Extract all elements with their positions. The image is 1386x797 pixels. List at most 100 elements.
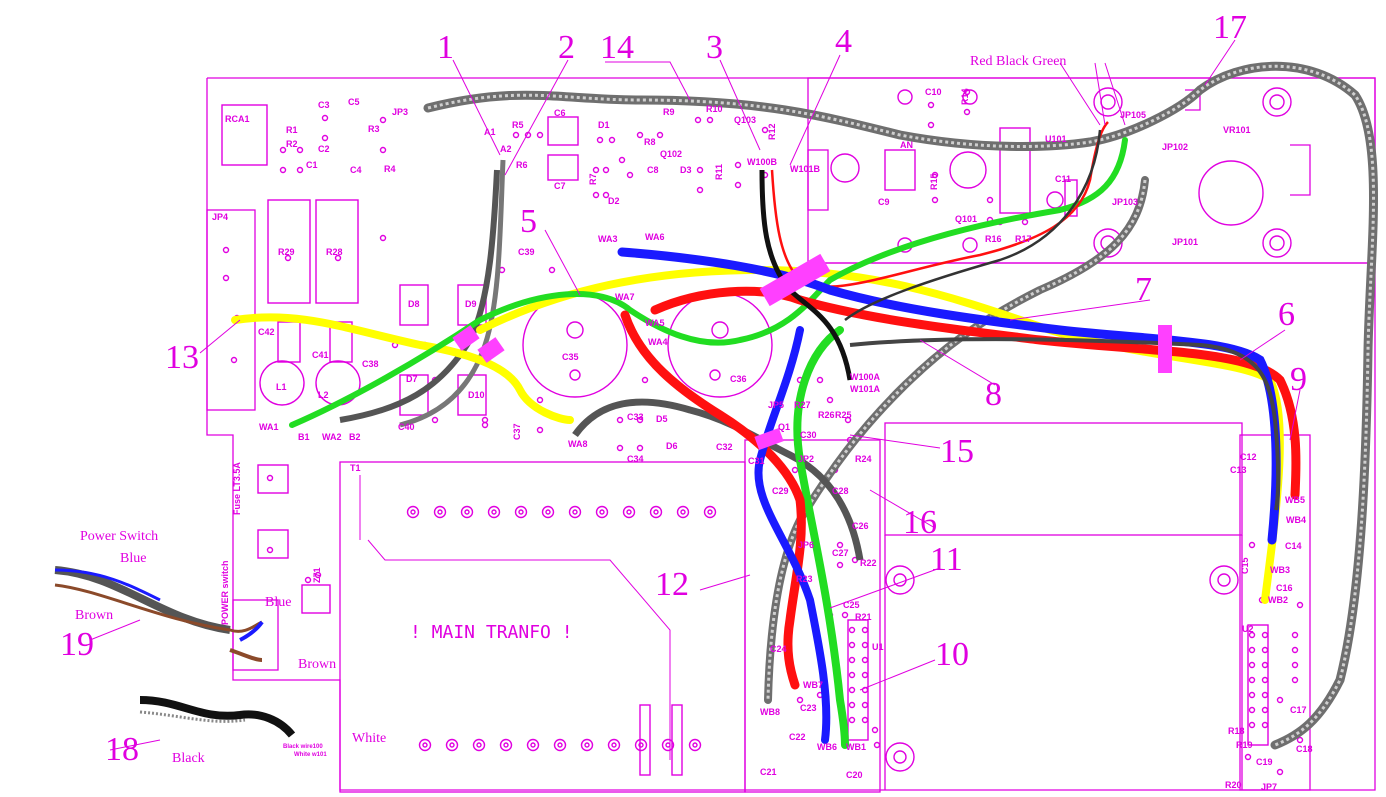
component-r28: R28 (326, 247, 343, 257)
component-r14: R14 (960, 88, 970, 105)
component-c34: C34 (627, 454, 644, 464)
pad (1261, 676, 1269, 684)
transformer-pin-hole (437, 509, 443, 515)
pad (1291, 646, 1299, 654)
pad (861, 701, 869, 709)
pad (734, 181, 742, 189)
pad (592, 166, 600, 174)
wires (54, 61, 1379, 750)
wire-label-black: Black (172, 751, 205, 766)
component-c39: C39 (518, 247, 535, 257)
component-c9: C9 (878, 197, 890, 207)
callout-9: 9 (1290, 361, 1307, 398)
component-c42: C42 (258, 327, 275, 337)
pad (1248, 676, 1256, 684)
wire-label-power-switch: Power Switch (80, 529, 158, 544)
pad (1261, 721, 1269, 729)
pad (848, 686, 856, 694)
pad (536, 426, 544, 434)
pad (536, 131, 544, 139)
transformer-pin (634, 738, 648, 752)
fuse-label: Fuse LT3.5A (232, 462, 242, 515)
pad (222, 246, 230, 254)
pad (314, 571, 322, 579)
pad (304, 576, 312, 584)
pad (266, 474, 274, 482)
wire-label-brown-board: Brown (298, 657, 336, 672)
callout-6: 6 (1278, 296, 1295, 333)
pad (706, 116, 714, 124)
pad (379, 234, 387, 242)
component-r5: R5 (512, 120, 524, 130)
callout-18: 18 (105, 731, 139, 768)
component-c11: C11 (1055, 174, 1071, 184)
component-c4: C4 (350, 165, 362, 175)
component-d8: D8 (408, 299, 420, 309)
pad (841, 611, 849, 619)
pad (1261, 661, 1269, 669)
transformer-pin-hole (707, 509, 713, 515)
component-c38: C38 (362, 359, 379, 369)
pad (548, 266, 556, 274)
transformer-pin-hole (545, 509, 551, 515)
pad (626, 171, 634, 179)
component-wa8: WA8 (568, 439, 588, 449)
component-jp7: JP7 (1261, 782, 1277, 792)
pad (1248, 706, 1256, 714)
transformer-pin-hole (503, 742, 509, 748)
component-wa3: WA3 (598, 234, 618, 244)
pad (931, 171, 939, 179)
pad (861, 656, 869, 664)
transformer-pin-hole (572, 509, 578, 515)
transformer-pin-hole (557, 742, 563, 748)
transformer-pin (661, 738, 675, 752)
callout-4: 4 (835, 23, 852, 60)
component-d1: D1 (598, 120, 610, 130)
callout-17: 17 (1213, 9, 1247, 46)
pad (927, 101, 935, 109)
component-d6: D6 (666, 441, 678, 451)
callout-11: 11 (930, 541, 963, 578)
pad (848, 701, 856, 709)
component-b2: B2 (349, 432, 361, 442)
component-c17: C17 (1290, 705, 1307, 715)
callout-8: 8 (985, 376, 1002, 413)
pad (481, 416, 489, 424)
component-c41: C41 (312, 350, 329, 360)
component-jp3: JP3 (392, 107, 408, 117)
pad (1248, 646, 1256, 654)
pad (1291, 676, 1299, 684)
pad (963, 108, 971, 116)
callout-19: 19 (60, 626, 94, 663)
component-r11: R11 (714, 164, 724, 180)
component-c20: C20 (846, 770, 863, 780)
wire-label-white: White (352, 731, 386, 746)
pad (321, 134, 329, 142)
callout-2: 2 (558, 29, 575, 66)
pad (1291, 631, 1299, 639)
ic-outlines (257, 464, 1269, 776)
transformer-pin (406, 505, 420, 519)
component-r17: R17 (1015, 234, 1032, 244)
transformer-pin-hole (665, 742, 671, 748)
component-r18: R18 (1228, 726, 1245, 736)
pad (826, 396, 834, 404)
component-r24: R24 (855, 454, 872, 464)
transformer-pin (499, 738, 513, 752)
component-jp4: JP4 (212, 212, 228, 222)
pad (1021, 218, 1029, 226)
pad (848, 626, 856, 634)
component-q1: Q1 (778, 422, 790, 432)
component-c6: C6 (554, 108, 566, 118)
pad (636, 416, 644, 424)
pad (796, 696, 804, 704)
transformer-pin (433, 505, 447, 519)
pad (334, 254, 342, 262)
component-r15: R15 (929, 173, 939, 190)
component-r25: R25 (835, 410, 852, 420)
pad (1261, 691, 1269, 699)
pad (848, 671, 856, 679)
transformer-pin (526, 738, 540, 752)
pad (861, 641, 869, 649)
component-u2: U2 (1242, 624, 1254, 634)
